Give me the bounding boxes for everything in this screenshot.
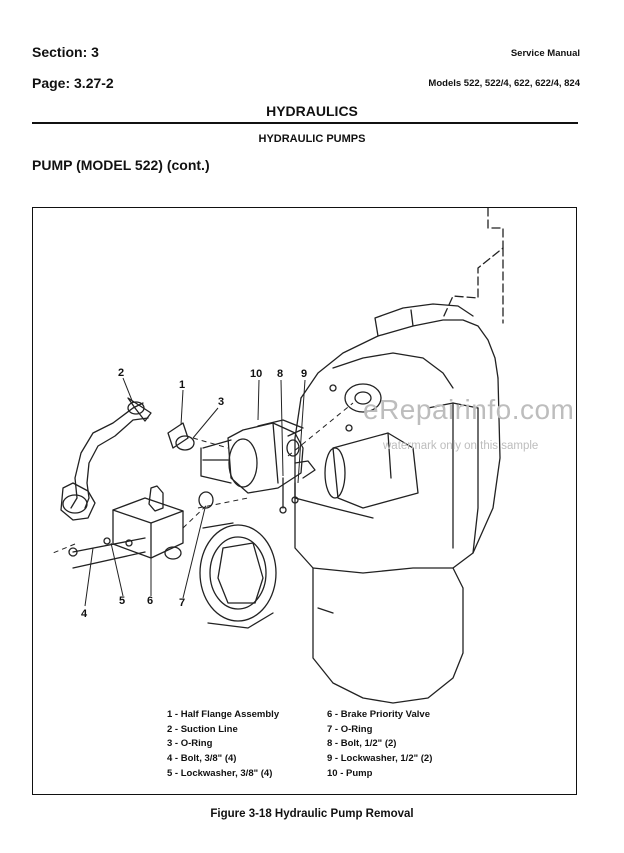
figure-frame: 2 1 3 10 8 9 4 5 6 7 eRepairinfo.com wat… bbox=[32, 207, 577, 795]
legend-item: 6 - Brake Priority Valve bbox=[327, 709, 430, 720]
callout-6: 6 bbox=[147, 595, 153, 607]
section-heading: PUMP (MODEL 522) (cont.) bbox=[32, 157, 210, 173]
page-subtitle: HYDRAULIC PUMPS bbox=[258, 133, 366, 145]
callout-9: 9 bbox=[301, 368, 307, 380]
callout-2: 2 bbox=[118, 367, 124, 379]
callout-4: 4 bbox=[81, 608, 88, 620]
page-title: HYDRAULICS bbox=[266, 103, 358, 119]
title-divider bbox=[32, 122, 578, 124]
legend-item: 5 - Lockwasher, 3/8" (4) bbox=[167, 767, 273, 779]
legend-item: 4 - Bolt, 3/8" (4) bbox=[167, 753, 237, 765]
watermark-note: watermark only on this sample bbox=[383, 440, 539, 452]
legend-item: 1 - Half Flange Assembly bbox=[167, 709, 280, 720]
models-label: Models 522, 522/4, 622, 622/4, 824 bbox=[428, 78, 580, 89]
legend-item: 2 - Suction Line bbox=[167, 723, 238, 735]
callout-5: 5 bbox=[119, 595, 125, 607]
section-label: Section: 3 bbox=[32, 44, 99, 60]
callout-1: 1 bbox=[179, 379, 185, 391]
legend-item: 9 - Lockwasher, 1/2" (2) bbox=[327, 753, 433, 765]
callout-10: 10 bbox=[250, 368, 262, 380]
pump-exploded-drawing: 2 1 3 10 8 9 4 5 6 7 bbox=[52, 208, 504, 704]
page-number: Page: 3.27-2 bbox=[32, 75, 114, 91]
figure-caption: Figure 3-18 Hydraulic Pump Removal bbox=[210, 808, 414, 820]
legend-item: 10 - Pump bbox=[327, 767, 373, 779]
callout-3: 3 bbox=[218, 396, 224, 408]
manual-label: Service Manual bbox=[510, 48, 580, 59]
callout-8: 8 bbox=[277, 368, 283, 380]
legend-item: 7 - O-Ring bbox=[327, 723, 373, 735]
legend-item: 3 - O-Ring bbox=[167, 738, 213, 750]
legend-item: 8 - Bolt, 1/2" (2) bbox=[327, 738, 397, 750]
watermark-brand: eRepairinfo.com bbox=[363, 394, 575, 425]
callout-7: 7 bbox=[179, 597, 185, 609]
